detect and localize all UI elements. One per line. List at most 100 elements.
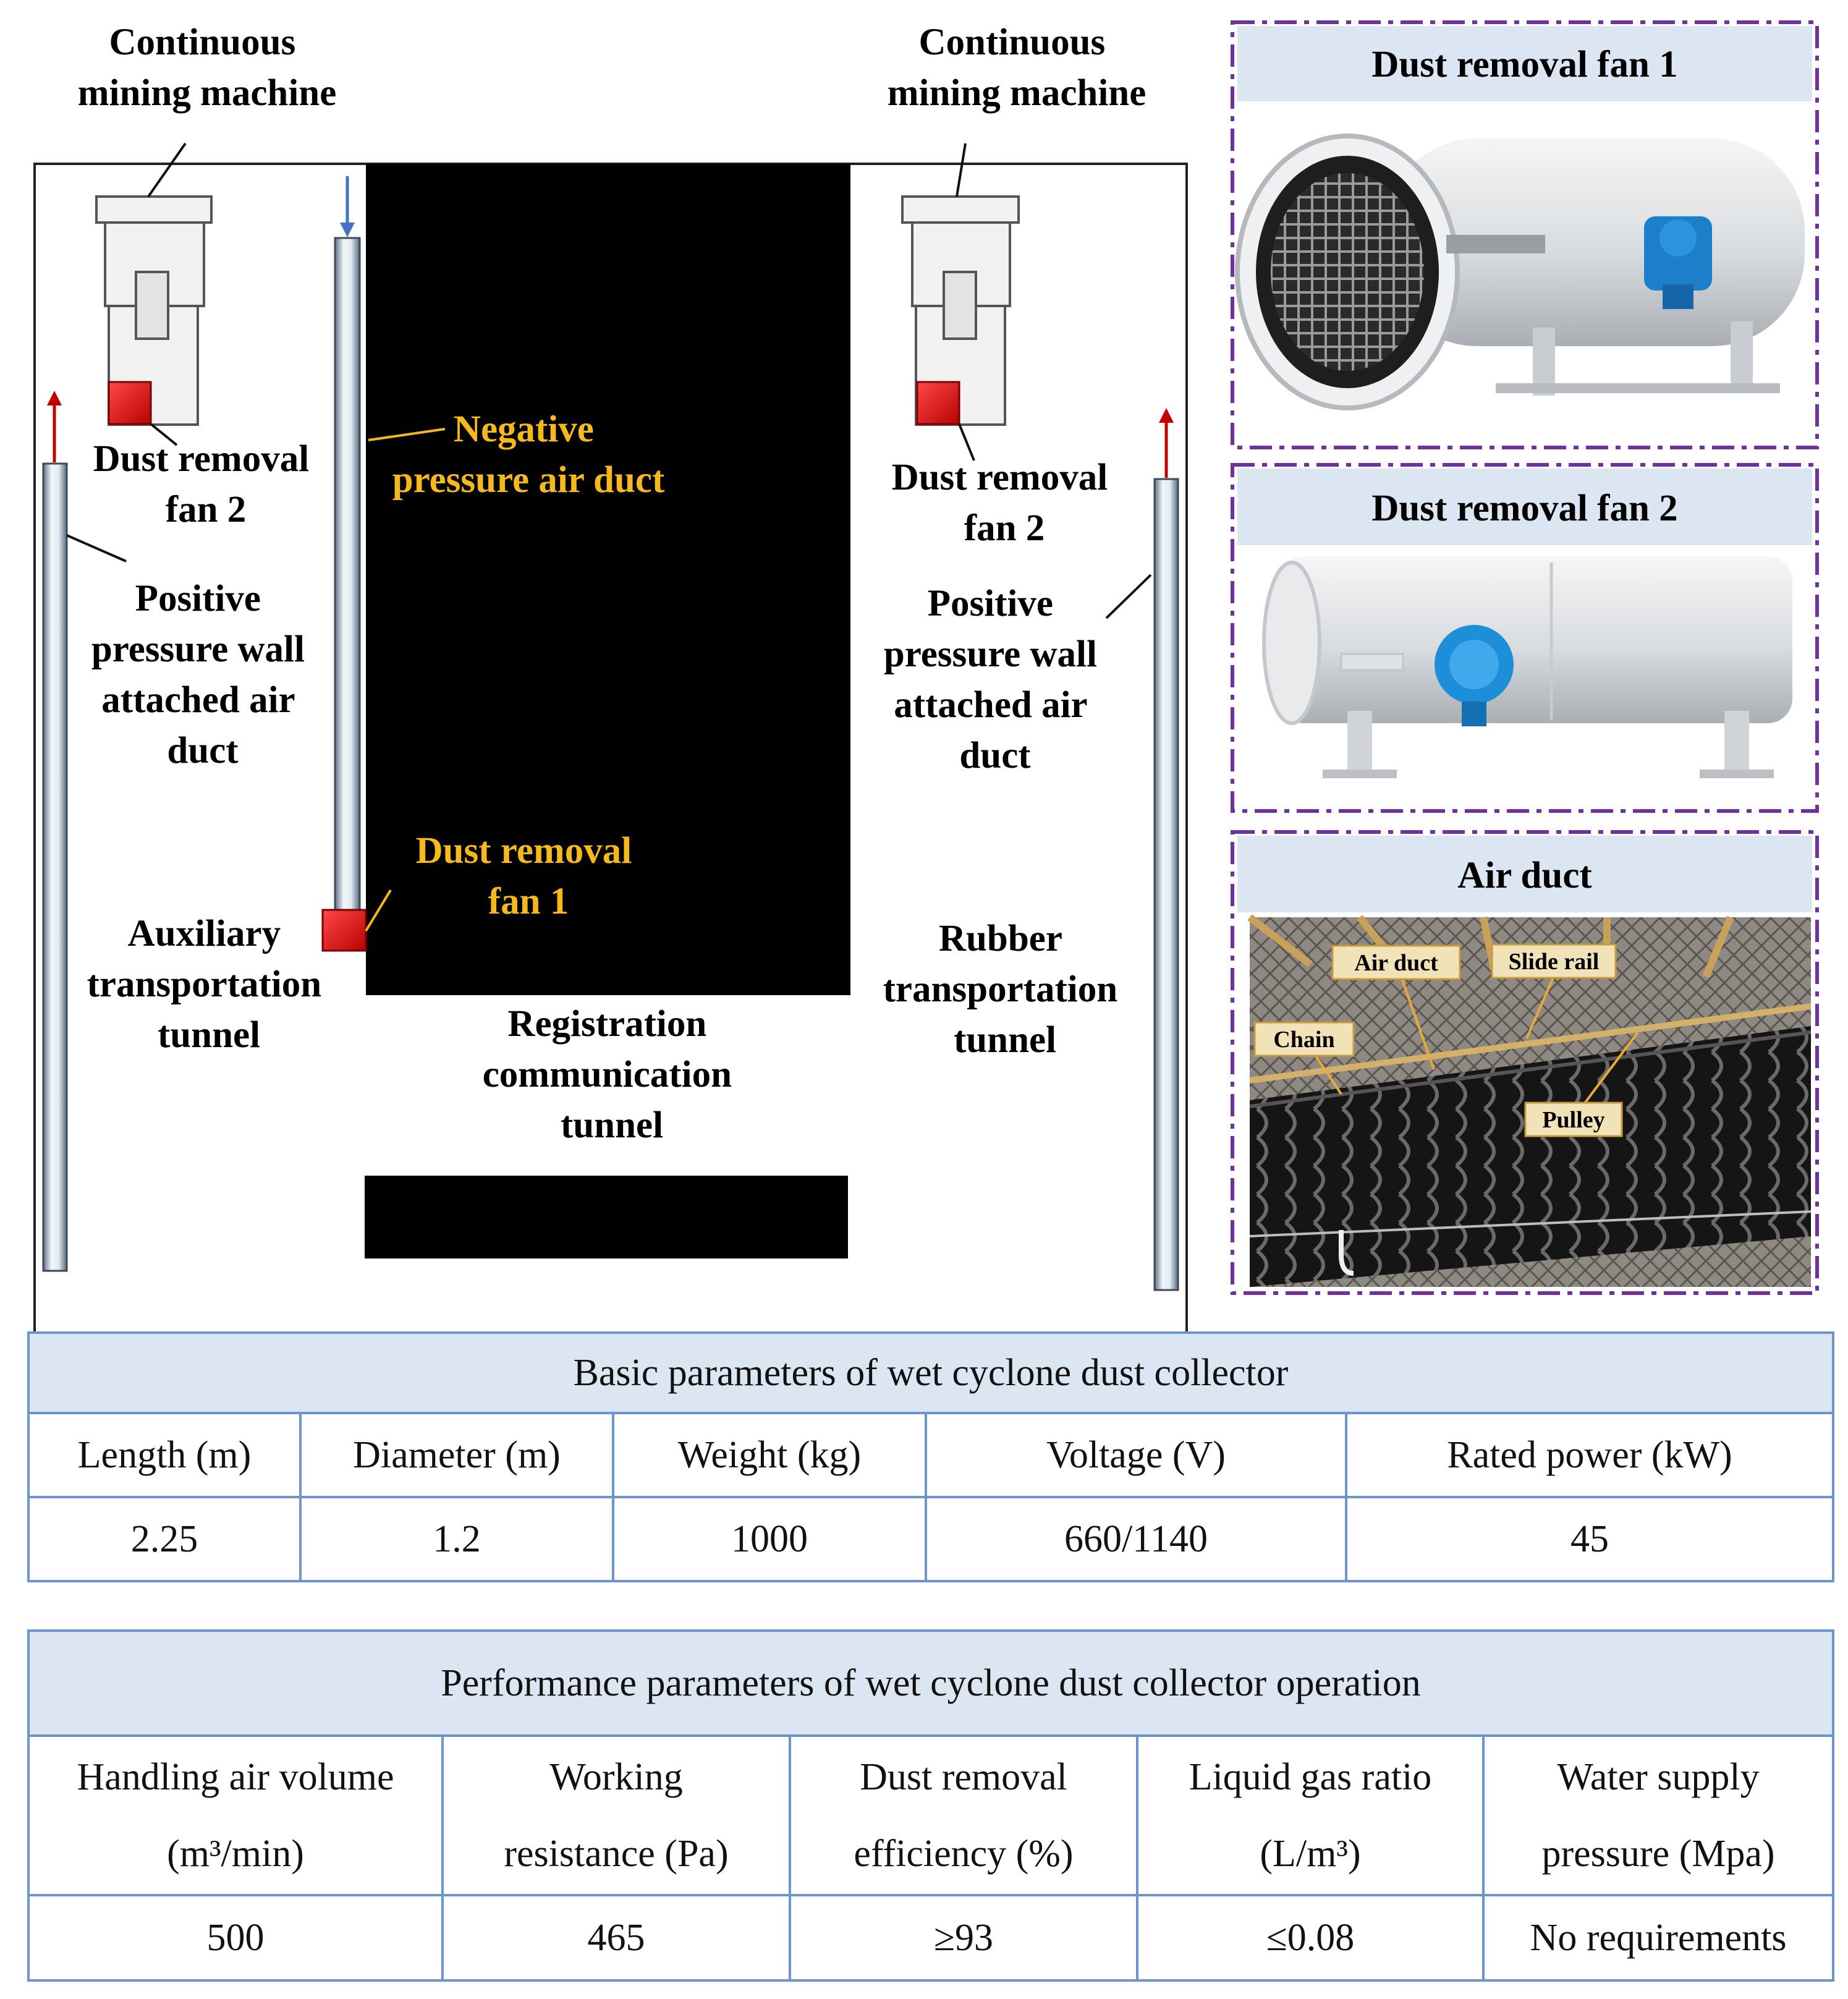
coal-pillar-lower — [365, 1176, 848, 1258]
label-line: Negative — [454, 409, 594, 450]
coal-pillar-upper — [366, 164, 850, 995]
label-line: duct — [959, 735, 1031, 776]
performance-value-cell: 465 — [441, 1894, 791, 1982]
right-mining-machine — [901, 195, 1020, 426]
tunnel-diagram: Continuous mining machine Dust removal f… — [33, 20, 1819, 1335]
registration-tunnel-label: Registration communication tunnel — [483, 1003, 742, 1146]
label-line: communication — [483, 1054, 732, 1095]
negative-pressure-duct — [334, 237, 361, 913]
right-positive-duct-label: Positive pressure wall attached air duct — [884, 583, 1106, 776]
panel-air-duct-title: Air duct — [1457, 855, 1592, 896]
label-line: fan 1 — [488, 881, 569, 922]
label-line: attached air — [101, 679, 294, 721]
right-fan2-label: Dust removal fan 2 — [892, 457, 1117, 549]
performance-header-cell: Dust removal efficiency (%) — [789, 1734, 1138, 1896]
label-line: pressure air duct — [392, 459, 665, 501]
label-line: mining machine — [888, 72, 1147, 114]
header-line: pressure (Mpa) — [1541, 1833, 1775, 1875]
callout-air-duct: Air duct — [1354, 950, 1438, 976]
header-line: Water supply — [1557, 1756, 1760, 1798]
label-line: fan 2 — [964, 507, 1045, 549]
basic-value-cell: 1.2 — [299, 1496, 614, 1582]
basic-header-cell: Diameter (m) — [299, 1412, 614, 1498]
performance-value-cell: No requirements — [1481, 1894, 1835, 1982]
performance-header-cell: Handling air volume (m³/min) — [27, 1734, 444, 1896]
header-line: Handling air volume — [77, 1756, 394, 1798]
label-line: mining machine — [78, 72, 337, 114]
down-arrow — [340, 176, 355, 237]
label-line: pressure wall — [884, 634, 1097, 675]
label-line: transportation — [883, 969, 1118, 1010]
header-line: Working — [549, 1756, 683, 1798]
left-positive-duct — [42, 462, 68, 1272]
label-line: attached air — [894, 684, 1087, 726]
left-positive-duct-label: Positive pressure wall attached air duct — [91, 578, 314, 771]
basic-header-cell: Length (m) — [27, 1412, 302, 1498]
performance-table-title: Performance parameters of wet cyclone du… — [27, 1629, 1835, 1737]
performance-header-cell: Working resistance (Pa) — [441, 1734, 791, 1896]
callout-chain: Chain — [1273, 1027, 1334, 1053]
header-line: resistance (Pa) — [504, 1833, 729, 1875]
label-line: Continuous — [109, 22, 295, 63]
right-machine-label: Continuous mining machine — [888, 22, 1147, 114]
label-line: tunnel — [561, 1105, 663, 1146]
label-line: Dust removal — [93, 438, 310, 480]
label-line: Registration — [507, 1003, 706, 1045]
fan2-photo — [1262, 556, 1792, 778]
panel-fan2: Dust removal fan 2 — [1231, 463, 1819, 813]
performance-header-cell: Water supply pressure (Mpa) — [1481, 1734, 1835, 1896]
basic-header-cell: Voltage (V) — [925, 1412, 1347, 1498]
fan1 — [321, 909, 367, 952]
right-positive-duct — [1153, 478, 1179, 1291]
left-fan2 — [108, 381, 152, 425]
label-line: Dust removal — [892, 457, 1108, 498]
label-line: Positive — [928, 583, 1053, 624]
performance-parameters-table: Performance parameters of wet cyclone du… — [27, 1629, 1835, 1982]
label-line: Dust removal — [416, 830, 632, 872]
photo-callouts: Air duct Slide rail Chain Pulley — [1253, 943, 1639, 1137]
label-line: Rubber — [939, 918, 1062, 959]
rubber-tunnel-label: Rubber transportation tunnel — [883, 918, 1127, 1061]
fan1-label: Dust removal fan 1 — [416, 830, 642, 922]
label-line: tunnel — [158, 1014, 260, 1056]
fan1-photo — [1235, 134, 1805, 410]
basic-value-cell: 1000 — [612, 1496, 927, 1582]
basic-parameters-table: Basic parameters of wet cyclone dust col… — [27, 1331, 1835, 1582]
panel-air-duct: Air duct Air duct Slide rail Chain Pulle… — [1231, 830, 1819, 1295]
label-line: Auxiliary — [128, 913, 281, 954]
header-line: efficiency (%) — [854, 1833, 1074, 1875]
right-up-arrow — [1159, 408, 1174, 478]
callout-pulley: Pulley — [1542, 1107, 1604, 1133]
basic-header-cell: Rated power (kW) — [1344, 1412, 1835, 1498]
basic-table-title: Basic parameters of wet cyclone dust col… — [27, 1331, 1835, 1414]
left-machine-label: Continuous mining machine — [78, 22, 337, 114]
left-up-arrow — [47, 391, 62, 462]
label-line: pressure wall — [91, 629, 305, 670]
label-line: Positive — [135, 578, 261, 619]
panel-fan1: Dust removal fan 1 — [1231, 20, 1819, 449]
performance-value-cell: 500 — [27, 1894, 444, 1982]
callout-slide-rail: Slide rail — [1509, 949, 1600, 975]
performance-value-cell: ≤0.08 — [1136, 1894, 1485, 1982]
header-line: (m³/min) — [167, 1833, 304, 1875]
negative-duct-label: Negative pressure air duct — [392, 409, 665, 501]
performance-value-cell: ≥93 — [789, 1894, 1138, 1982]
label-line: tunnel — [954, 1019, 1056, 1061]
label-line: duct — [167, 730, 239, 771]
highlight-leaders — [365, 428, 446, 932]
panel-fan2-title: Dust removal fan 2 — [1371, 488, 1677, 529]
right-fan2 — [916, 381, 960, 425]
label-line: transportation — [87, 964, 322, 1005]
performance-header-cell: Liquid gas ratio (L/m³) — [1136, 1734, 1485, 1896]
basic-value-cell: 45 — [1344, 1496, 1835, 1582]
label-line: Continuous — [918, 22, 1105, 63]
left-fan2-label: Dust removal fan 2 — [93, 438, 319, 530]
header-line: Liquid gas ratio — [1189, 1756, 1432, 1798]
basic-value-cell: 2.25 — [27, 1496, 302, 1582]
header-line: Dust removal — [860, 1756, 1067, 1798]
basic-value-cell: 660/1140 — [925, 1496, 1347, 1582]
auxiliary-tunnel-label: Auxiliary transportation tunnel — [87, 913, 331, 1056]
panel-fan1-title: Dust removal fan 1 — [1371, 44, 1677, 85]
basic-header-cell: Weight (kg) — [612, 1412, 927, 1498]
leader-lines — [66, 142, 1152, 619]
